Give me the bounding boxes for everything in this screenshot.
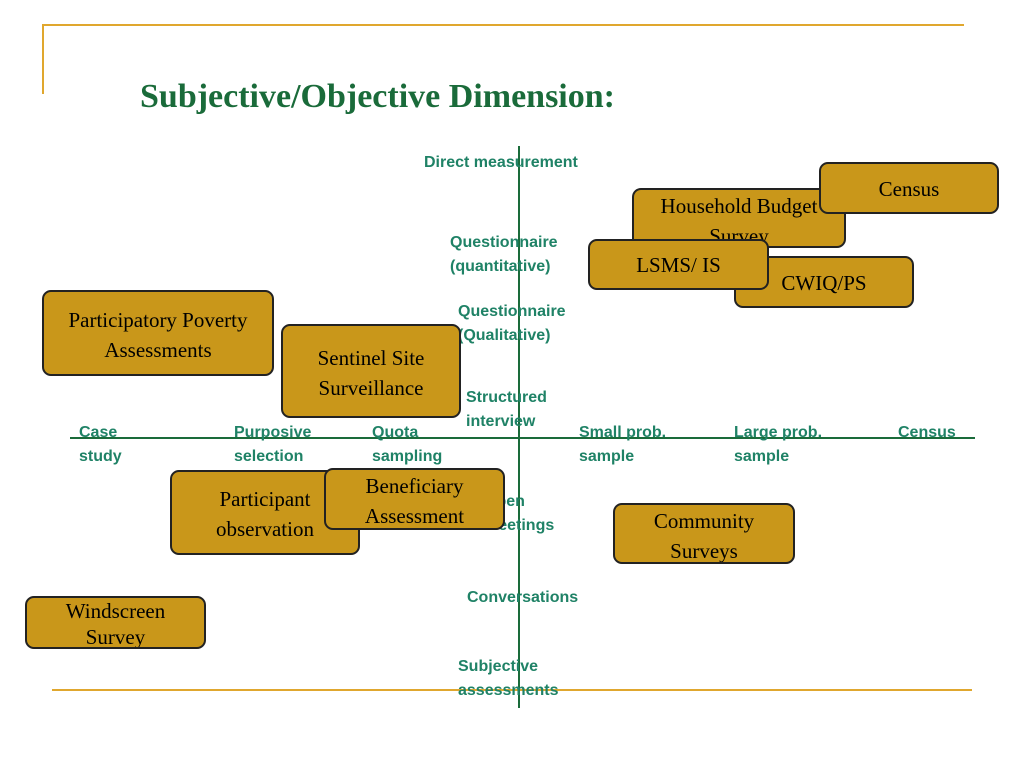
label-questionnaire-qualitative: Questionnaire (Qualitative) bbox=[458, 303, 566, 344]
box-windscreen-survey: Windscreen Survey bbox=[25, 596, 206, 649]
label-census-axis: Census bbox=[898, 424, 956, 441]
box-lsms-is: LSMS/ IS bbox=[588, 239, 769, 290]
label-subjective-assessments: Subjective assessments bbox=[458, 658, 559, 699]
label-purposive-selection: Purposive selection bbox=[234, 424, 312, 465]
label-small-prob-sample: Small prob. sample bbox=[579, 424, 667, 465]
slide-title: Subjective/Objective Dimension: bbox=[140, 78, 615, 115]
vertical-axis bbox=[518, 146, 520, 708]
box-sentinel-site-surveillance: Sentinel Site Surveillance bbox=[281, 324, 461, 418]
frame-left-line bbox=[42, 24, 44, 94]
frame-bottom-line bbox=[52, 689, 972, 691]
label-conversations: Conversations bbox=[467, 589, 579, 606]
label-large-prob-sample: Large prob. sample bbox=[734, 424, 823, 465]
frame-top-line bbox=[42, 24, 964, 26]
box-beneficiary-assessment: Beneficiary Assessment bbox=[324, 468, 505, 530]
horizontal-axis bbox=[70, 437, 975, 439]
label-quota-sampling: Quota sampling bbox=[372, 424, 443, 465]
box-community-surveys: Community Surveys bbox=[613, 503, 795, 564]
box-participatory-poverty-assessments: Participatory Poverty Assessments bbox=[42, 290, 274, 376]
box-census: Census bbox=[819, 162, 999, 214]
label-case-study: Case study bbox=[79, 424, 122, 465]
label-questionnaire-quantitative: Questionnaire (quantitative) bbox=[450, 234, 558, 275]
label-direct-measurement: Direct measurement bbox=[424, 154, 578, 171]
label-structured-interview: Structured interview bbox=[466, 389, 547, 430]
